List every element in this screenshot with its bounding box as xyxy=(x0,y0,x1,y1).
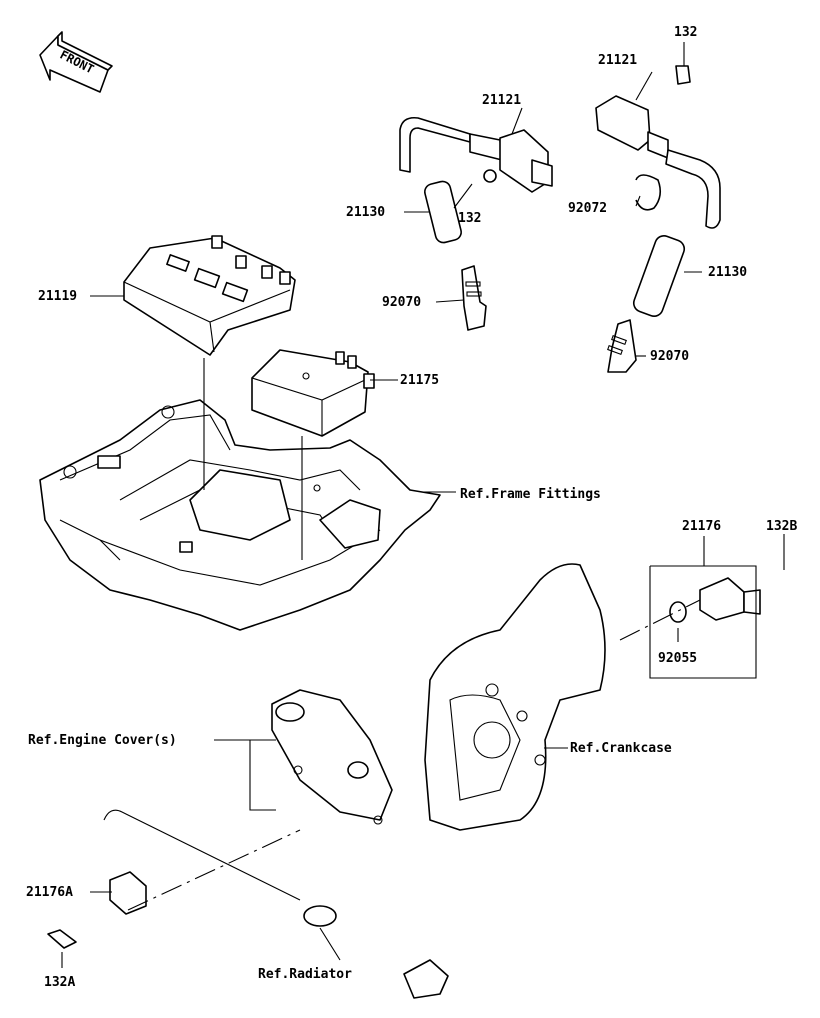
callout-ref-radiator: Ref.Radiator xyxy=(258,967,352,982)
callout-21130-right: 21130 xyxy=(708,265,747,280)
crankcase xyxy=(424,563,606,831)
igniter-box xyxy=(251,349,375,437)
callout-21121-left: 21121 xyxy=(482,93,521,108)
leader-lines xyxy=(61,42,785,968)
assembly-line-sensor xyxy=(619,599,701,641)
callout-21176: 21176 xyxy=(682,519,721,534)
callout-ref-frame-fittings: Ref.Frame Fittings xyxy=(460,487,601,502)
callout-21175: 21175 xyxy=(400,373,439,388)
engine-cover xyxy=(271,689,393,825)
callout-92072: 92072 xyxy=(568,201,607,216)
callout-21119: 21119 xyxy=(38,289,77,304)
callout-21176A: 21176A xyxy=(26,885,73,900)
ignition-coil-right xyxy=(595,65,721,373)
ignition-coil-left xyxy=(399,116,553,331)
callout-92070-left: 92070 xyxy=(382,295,421,310)
callout-132-mid: 132 xyxy=(458,211,481,226)
front-arrow-icon: FRONT xyxy=(39,31,113,93)
callout-ref-engine-covers: Ref.Engine Cover(s) xyxy=(28,733,177,748)
callout-132-top: 132 xyxy=(674,25,697,40)
crank-position-sensor xyxy=(669,577,761,623)
sensor-21176A xyxy=(47,809,449,999)
assembly-line-radiator xyxy=(127,829,301,911)
callout-132B: 132B xyxy=(766,519,797,534)
ecu-unit xyxy=(123,235,296,356)
callout-21121-right: 21121 xyxy=(598,53,637,68)
callout-132A: 132A xyxy=(44,975,75,990)
callout-92070-right: 92070 xyxy=(650,349,689,364)
callout-ref-crankcase: Ref.Crankcase xyxy=(570,741,672,756)
frame-tray xyxy=(39,399,441,631)
callout-92055: 92055 xyxy=(658,651,697,666)
callout-21130-left: 21130 xyxy=(346,205,385,220)
